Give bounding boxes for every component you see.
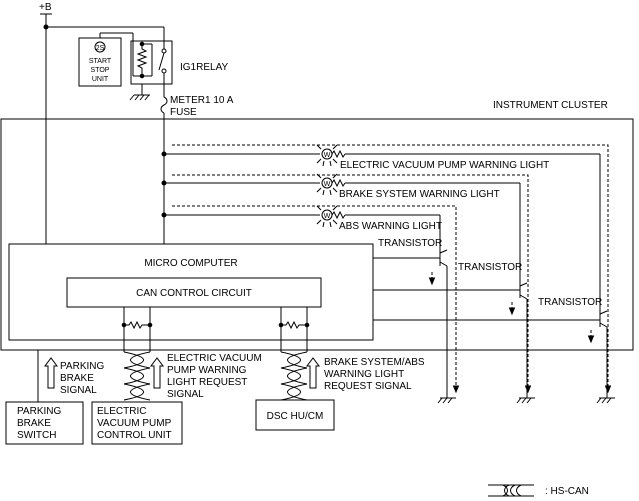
start-stop-label-2: STOP <box>91 67 110 74</box>
parking-switch-label-2: BRAKE <box>17 418 51 429</box>
can-termination-resistor <box>124 320 150 330</box>
can-control-circuit-box <box>66 277 322 308</box>
transistor-label-1: TRANSISTOR <box>378 238 442 249</box>
abs-current-path <box>172 205 457 390</box>
hs-can-legend-label: : HS-CAN <box>545 486 589 497</box>
relay-contact <box>161 68 167 74</box>
parking-signal-label-3: SIGNAL <box>60 385 97 396</box>
hs-can-twisted-pair <box>123 351 144 401</box>
parking-brake-switch-box <box>5 401 84 445</box>
brake-current-path <box>172 174 529 390</box>
lamp-glyph: W <box>324 152 331 159</box>
start-stop-badge: 2S <box>96 45 105 52</box>
dsc-label: DSC HU/CM <box>267 411 324 422</box>
ig1-relay-box <box>130 40 173 85</box>
evp-control-label-2: VACUUM PUMP <box>97 418 172 429</box>
evp-request-label-4: SIGNAL <box>167 389 204 400</box>
brake-abs-signal-arrow-icon <box>306 357 320 389</box>
start-stop-label-1: START <box>89 58 112 65</box>
evp-control-unit-box <box>91 401 183 445</box>
relay-switch-arm <box>158 52 165 71</box>
start-stop-label-3: UNIT <box>92 76 109 83</box>
meter1-fuse <box>160 96 168 114</box>
evp-request-label-3: LIGHT REQUEST <box>167 377 247 388</box>
brake-abs-request-label-3: REQUEST SIGNAL <box>324 381 412 392</box>
evp-control-label-3: CONTROL UNIT <box>97 430 172 441</box>
brake-abs-request-label-1: BRAKE SYSTEM/ABS <box>324 357 425 368</box>
relay-coil <box>136 44 148 76</box>
transistor-label-2: TRANSISTOR <box>458 262 522 273</box>
ig1-relay-label: IG1RELAY <box>180 62 228 73</box>
evp-request-label-2: PUMP WARNING <box>167 365 247 376</box>
junction-dot <box>43 24 49 30</box>
micro-computer-label: MICRO COMPUTER <box>144 258 237 269</box>
can-control-label: CAN CONTROL CIRCUIT <box>136 288 252 299</box>
brake-warning-label: BRAKE SYSTEM WARNING LIGHT <box>339 189 500 200</box>
evp-current-path <box>172 144 609 390</box>
relay-contact <box>161 48 167 54</box>
hs-can-twisted-pair <box>280 351 301 401</box>
parking-switch-label-1: PARKING <box>17 406 61 417</box>
hs-can-legend-icon <box>502 484 522 497</box>
fuse-label-2: FUSE <box>170 107 197 118</box>
can-termination-resistor <box>281 320 307 330</box>
parking-signal-arrow-icon <box>44 357 58 389</box>
plus-b-label: +B <box>39 2 52 13</box>
instrument-cluster-box <box>0 118 634 351</box>
lamp-glyph: W <box>324 181 331 188</box>
brake-abs-request-label-2: WARNING LIGHT <box>324 369 404 380</box>
abs-warning-label: ABS WARNING LIGHT <box>339 221 442 232</box>
dsc-hu-cm-box <box>255 399 335 431</box>
evp-request-label-1: ELECTRIC VACUUM <box>167 353 262 364</box>
parking-switch-label-3: SWITCH <box>17 430 56 441</box>
evp-warning-label: ELECTRIC VACUUM PUMP WARNING LIGHT <box>340 160 549 171</box>
parking-signal-label-2: BRAKE <box>60 373 94 384</box>
start-stop-badge-icon <box>94 41 106 53</box>
micro-computer-box <box>8 243 374 341</box>
instrument-cluster-label: INSTRUMENT CLUSTER <box>493 100 608 111</box>
lamp-glyph: W <box>324 213 331 220</box>
evp-signal-arrow-icon <box>150 357 164 389</box>
parking-signal-label-1: PARKING <box>60 361 104 372</box>
fuse-label-1: METER1 10 A <box>170 95 234 106</box>
evp-control-label-1: ELECTRIC <box>97 406 146 417</box>
transistor-label-3: TRANSISTOR <box>538 297 602 308</box>
